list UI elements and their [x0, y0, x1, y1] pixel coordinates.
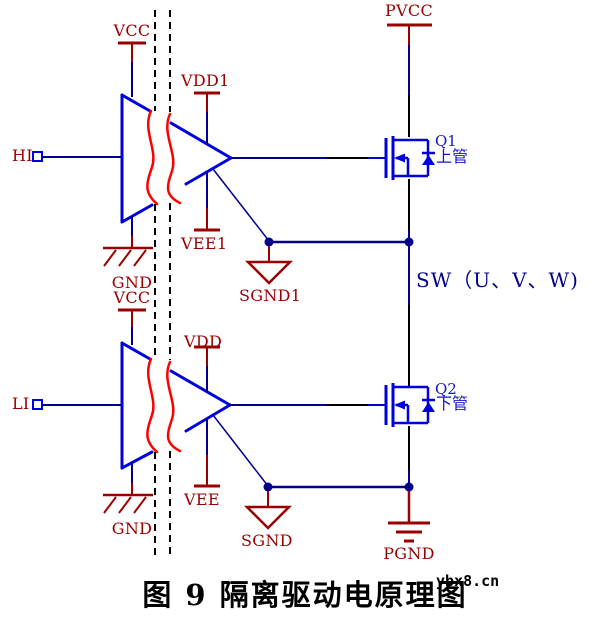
isolation-squiggle-top — [146, 109, 182, 206]
mosfet-q1-arrow — [394, 153, 405, 163]
watermark-text: ybx8.cn — [436, 572, 500, 590]
sgnd-ground-icon — [243, 491, 293, 530]
mosfet-q2-icon — [384, 383, 435, 427]
isolator-buffer-top — [120, 93, 233, 224]
ref-diagonal-wire-bottom — [212, 414, 269, 487]
low-side-driver-channel — [32, 308, 414, 530]
hi-port-square-icon — [32, 151, 43, 162]
label-q2-ref: Q2 — [435, 380, 457, 398]
pvcc-power-bar-icon — [387, 23, 432, 45]
label-pgnd: PGND — [383, 544, 435, 563]
gnd-top-ground-icon — [103, 216, 153, 267]
pgnd-earth-ground-icon — [388, 491, 430, 543]
vdd-power-bar-icon — [194, 345, 220, 392]
label-q2-desc: 下管 — [436, 394, 469, 413]
vcc-bottom-power-bar-icon — [118, 308, 146, 327]
label-vdd: VDD — [184, 332, 223, 351]
isolation-dashed-lines — [154, 10, 171, 558]
label-vee1: VEE1 — [181, 234, 228, 253]
label-sgnd: SGND — [241, 531, 293, 550]
label-hi-port: HI — [12, 146, 33, 165]
sgnd1-ground-icon — [244, 246, 294, 285]
label-gnd-bottom: GND — [111, 519, 153, 538]
li-port-square-icon — [32, 399, 43, 410]
mosfet-q2-arrow — [394, 400, 405, 410]
mosfet-q1-body-diode — [422, 155, 435, 165]
label-sgnd1: SGND1 — [239, 286, 302, 305]
vdd1-power-bar-icon — [194, 91, 220, 144]
label-vdd1: VDD1 — [181, 71, 230, 90]
vee1-power-bar-icon — [194, 172, 220, 232]
label-vee: VEE — [184, 490, 220, 509]
label-q1-desc: 上管 — [436, 147, 469, 166]
mosfet-q2-body-diode — [422, 402, 435, 412]
half-bridge-power-stage — [384, 23, 435, 543]
gnd-bottom-ground-icon — [103, 462, 153, 514]
label-gnd-top: GND — [111, 273, 153, 292]
isolation-squiggle-bottom — [146, 357, 182, 454]
vcc-top-power-bar-icon — [118, 41, 146, 62]
ref-diagonal-wire-top — [212, 168, 270, 242]
vee-power-bar-icon — [194, 419, 220, 488]
high-side-driver-channel — [32, 41, 414, 285]
label-vcc-top: VCC — [113, 21, 151, 40]
label-sw-node: SW（U、V、W) — [416, 268, 579, 292]
label-q1-ref: Q1 — [435, 132, 457, 150]
mosfet-q1-icon — [384, 136, 435, 180]
label-vcc-bottom: VCC — [113, 288, 151, 307]
label-pvcc: PVCC — [384, 1, 433, 20]
label-li-port: LI — [12, 394, 30, 413]
figure-caption: 图 9 隔离驱动电原理图 — [142, 578, 468, 612]
